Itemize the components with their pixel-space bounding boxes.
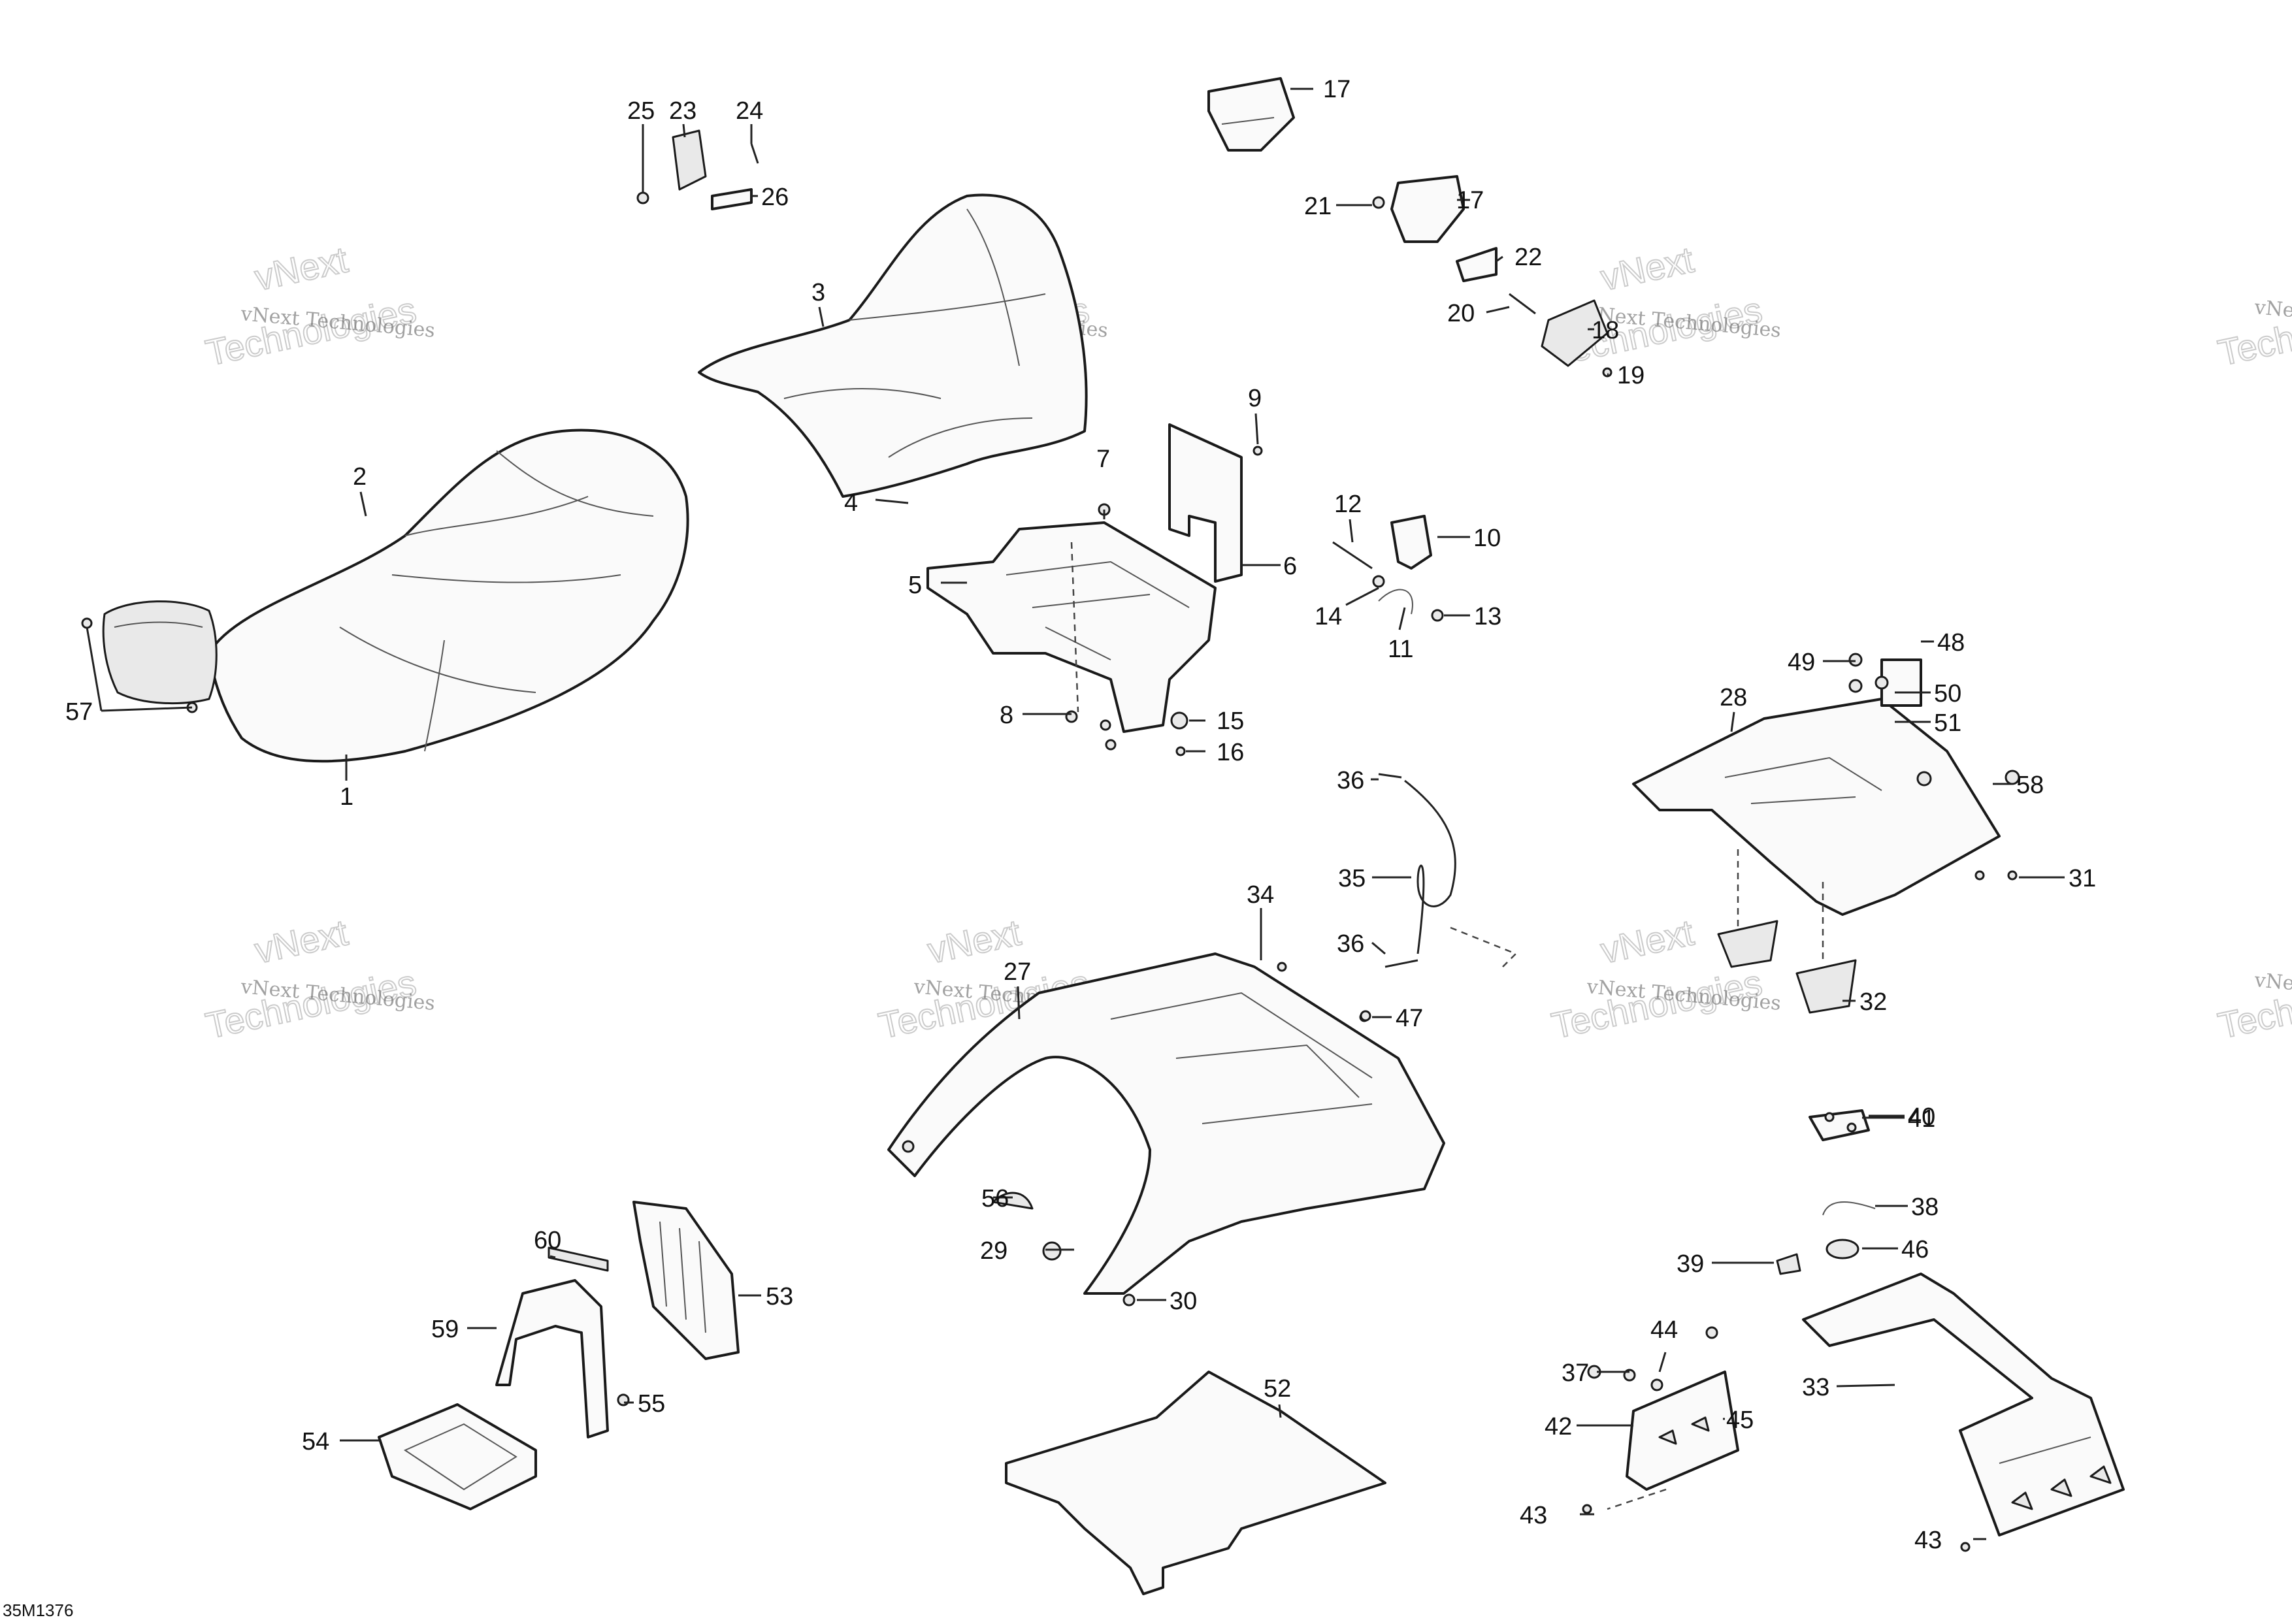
rack-brackets-drawing (1717, 920, 1857, 1014)
callout-label: 17 (1456, 187, 1484, 214)
callout-label: 16 (1217, 739, 1244, 766)
floor-mat-drawing (1005, 1371, 1386, 1595)
callout-label: 25 (627, 97, 655, 125)
callout-label: 43 (1520, 1502, 1547, 1529)
plate-drawing (1168, 423, 1243, 583)
callout-label: 21 (1304, 193, 1332, 220)
callout-label: 32 (1859, 988, 1887, 1016)
callout-label: 29 (980, 1237, 1007, 1265)
callout-label: 4 (844, 489, 858, 517)
callout-label: 17 (1323, 76, 1351, 103)
callout-label: 36 (1337, 767, 1364, 794)
watermark-large: vNext (251, 911, 352, 971)
callout-label: 58 (2016, 771, 2044, 799)
rear-bumper-drawing (1802, 1273, 2125, 1536)
callout-label: 24 (736, 97, 763, 125)
seat-main-drawing (102, 429, 689, 763)
storage-box-drawing (378, 1201, 740, 1510)
seat-passenger-drawing (698, 193, 1088, 498)
callout-label: 56 (981, 1185, 1009, 1212)
watermark-large: vNext (1597, 238, 1697, 298)
callout-label: 47 (1396, 1005, 1423, 1032)
callout-label: 49 (1788, 649, 1815, 676)
callout-label: 6 (1283, 553, 1297, 580)
callout-label: 53 (766, 1283, 793, 1310)
knee-pad-top-drawing (1207, 77, 1295, 152)
callout-label: 3 (811, 279, 825, 306)
storage-tray-drawing (926, 521, 1217, 733)
callout-label: 51 (1934, 709, 1961, 737)
rear-rack-drawing (1632, 653, 2020, 960)
callout-label: 5 (908, 572, 922, 599)
callout-label: 59 (431, 1316, 459, 1343)
callout-label: 19 (1617, 362, 1645, 389)
callout-label: 57 (65, 698, 93, 726)
callout-label: 36 (1337, 930, 1364, 958)
callout-label: 48 (1937, 629, 1965, 657)
bracket-plate-drawing (1607, 1326, 1739, 1510)
hardware-dots (81, 446, 2018, 1552)
knee-pad-second-drawing (1372, 175, 1613, 378)
callout-label: 2 (353, 463, 367, 491)
callout-labels: 1 2 3 4 5 6 7 8 9 10 11 12 13 14 15 16 1… (65, 76, 2096, 1554)
callout-label: 37 (1562, 1359, 1589, 1387)
tether-cable-drawing (1378, 773, 1518, 968)
callout-label: 28 (1720, 684, 1747, 711)
callout-label: 10 (1473, 525, 1501, 552)
small-hardware-drawing (1776, 1109, 1876, 1275)
callout-label: 50 (1934, 680, 1961, 707)
callout-label: 34 (1247, 881, 1274, 909)
callout-label: 30 (1170, 1288, 1197, 1315)
watermark-large: vNext (251, 238, 352, 298)
latch-assembly-drawing (1332, 515, 1444, 622)
callout-label: 60 (534, 1227, 561, 1254)
small-bracket-drawing (636, 129, 759, 210)
callout-label: 52 (1264, 1375, 1291, 1403)
callout-label: 13 (1474, 603, 1501, 630)
callout-label: 42 (1545, 1413, 1572, 1440)
callout-label: 33 (1802, 1374, 1829, 1401)
callout-label: 12 (1334, 491, 1362, 518)
callout-label: 35 (1338, 865, 1366, 892)
callout-label: 43 (1914, 1527, 1942, 1554)
callout-label: 26 (761, 184, 789, 211)
callout-label: 54 (302, 1428, 329, 1455)
watermark-large: vNext (1597, 911, 1697, 971)
reference-code: 35M1376 (3, 1600, 73, 1620)
callout-label: 41 (1908, 1105, 1935, 1133)
callout-label: 7 (1096, 446, 1110, 473)
callout-label: 40 (1908, 1103, 1935, 1131)
callout-label: 18 (1592, 317, 1619, 344)
callout-label: 11 (1388, 636, 1413, 663)
callout-label: 27 (1004, 958, 1031, 986)
callout-label: 44 (1650, 1316, 1678, 1344)
callout-label: 15 (1217, 707, 1244, 735)
callout-label: 55 (638, 1390, 665, 1418)
callout-label: 31 (2069, 865, 2096, 892)
callout-label: 39 (1677, 1250, 1704, 1278)
callout-label: 1 (340, 783, 353, 811)
callout-label: 45 (1726, 1406, 1754, 1434)
callout-label: 22 (1514, 244, 1542, 271)
callout-label: 46 (1901, 1236, 1929, 1263)
callout-label: 9 (1248, 385, 1262, 412)
leader-lines (86, 88, 2065, 1540)
callout-label: 14 (1315, 603, 1342, 630)
callout-label: 38 (1911, 1194, 1939, 1221)
callout-label: 23 (669, 97, 696, 125)
callout-label: 8 (1000, 702, 1013, 729)
callout-label: 20 (1447, 300, 1475, 327)
